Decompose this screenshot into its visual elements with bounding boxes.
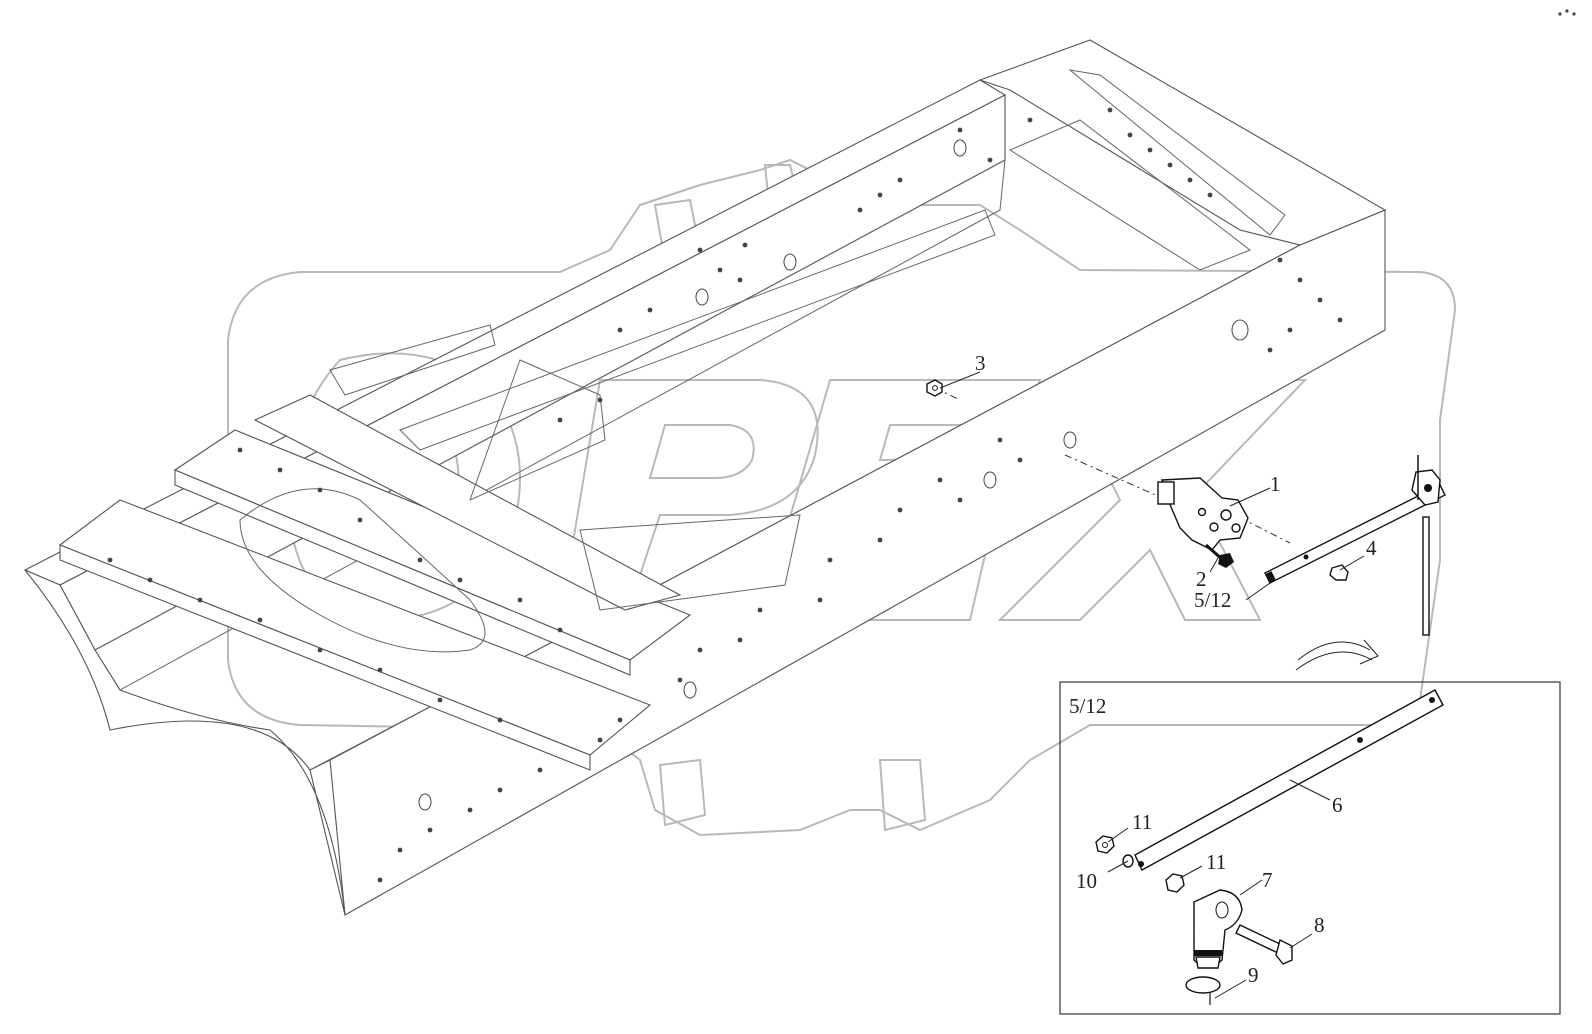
nut-part-3: [926, 379, 943, 397]
callout-9: 9: [1248, 963, 1259, 987]
rotate-arrow-icon: [1295, 639, 1379, 671]
callout-11-upper: 11: [1132, 810, 1152, 834]
screw-part-2: [1205, 543, 1234, 568]
detail-view-5-12: [1059, 681, 1561, 1015]
nut-part-11-a: [1095, 835, 1115, 854]
callout-11-lower: 11: [1206, 850, 1226, 874]
leveling-valve-assembly: [926, 371, 1446, 671]
callout-3: 3: [975, 351, 986, 375]
fifth-wheel-mounting-plates: [58, 324, 692, 771]
callout-7: 7: [1262, 868, 1273, 892]
bolt-part-4: [1329, 564, 1349, 581]
ball-joint-part-7: [1193, 889, 1243, 969]
clamp-part-9: [1185, 976, 1221, 1005]
strap-part-6: [1134, 689, 1444, 871]
callout-6: 6: [1332, 793, 1343, 817]
callout-10: 10: [1076, 869, 1097, 893]
callout-4: 4: [1366, 536, 1377, 560]
height-control-valve: [1157, 477, 1249, 551]
bolt-part-8: [1235, 924, 1293, 965]
callout-1: 1: [1270, 472, 1281, 496]
callout-2: 2: [1196, 567, 1207, 591]
lever-arm-part-5-12: [1264, 469, 1446, 584]
callout-8: 8: [1314, 913, 1325, 937]
chassis-frame: [23, 39, 1387, 916]
corner-mark: [1558, 9, 1576, 16]
frame-bolt-holes: [107, 107, 1343, 883]
detail-title-5-12: 5/12: [1069, 694, 1106, 718]
link-rod: [1417, 455, 1430, 636]
callout-5-12: 5/12: [1194, 588, 1231, 612]
nut-part-11-b: [1165, 873, 1185, 893]
